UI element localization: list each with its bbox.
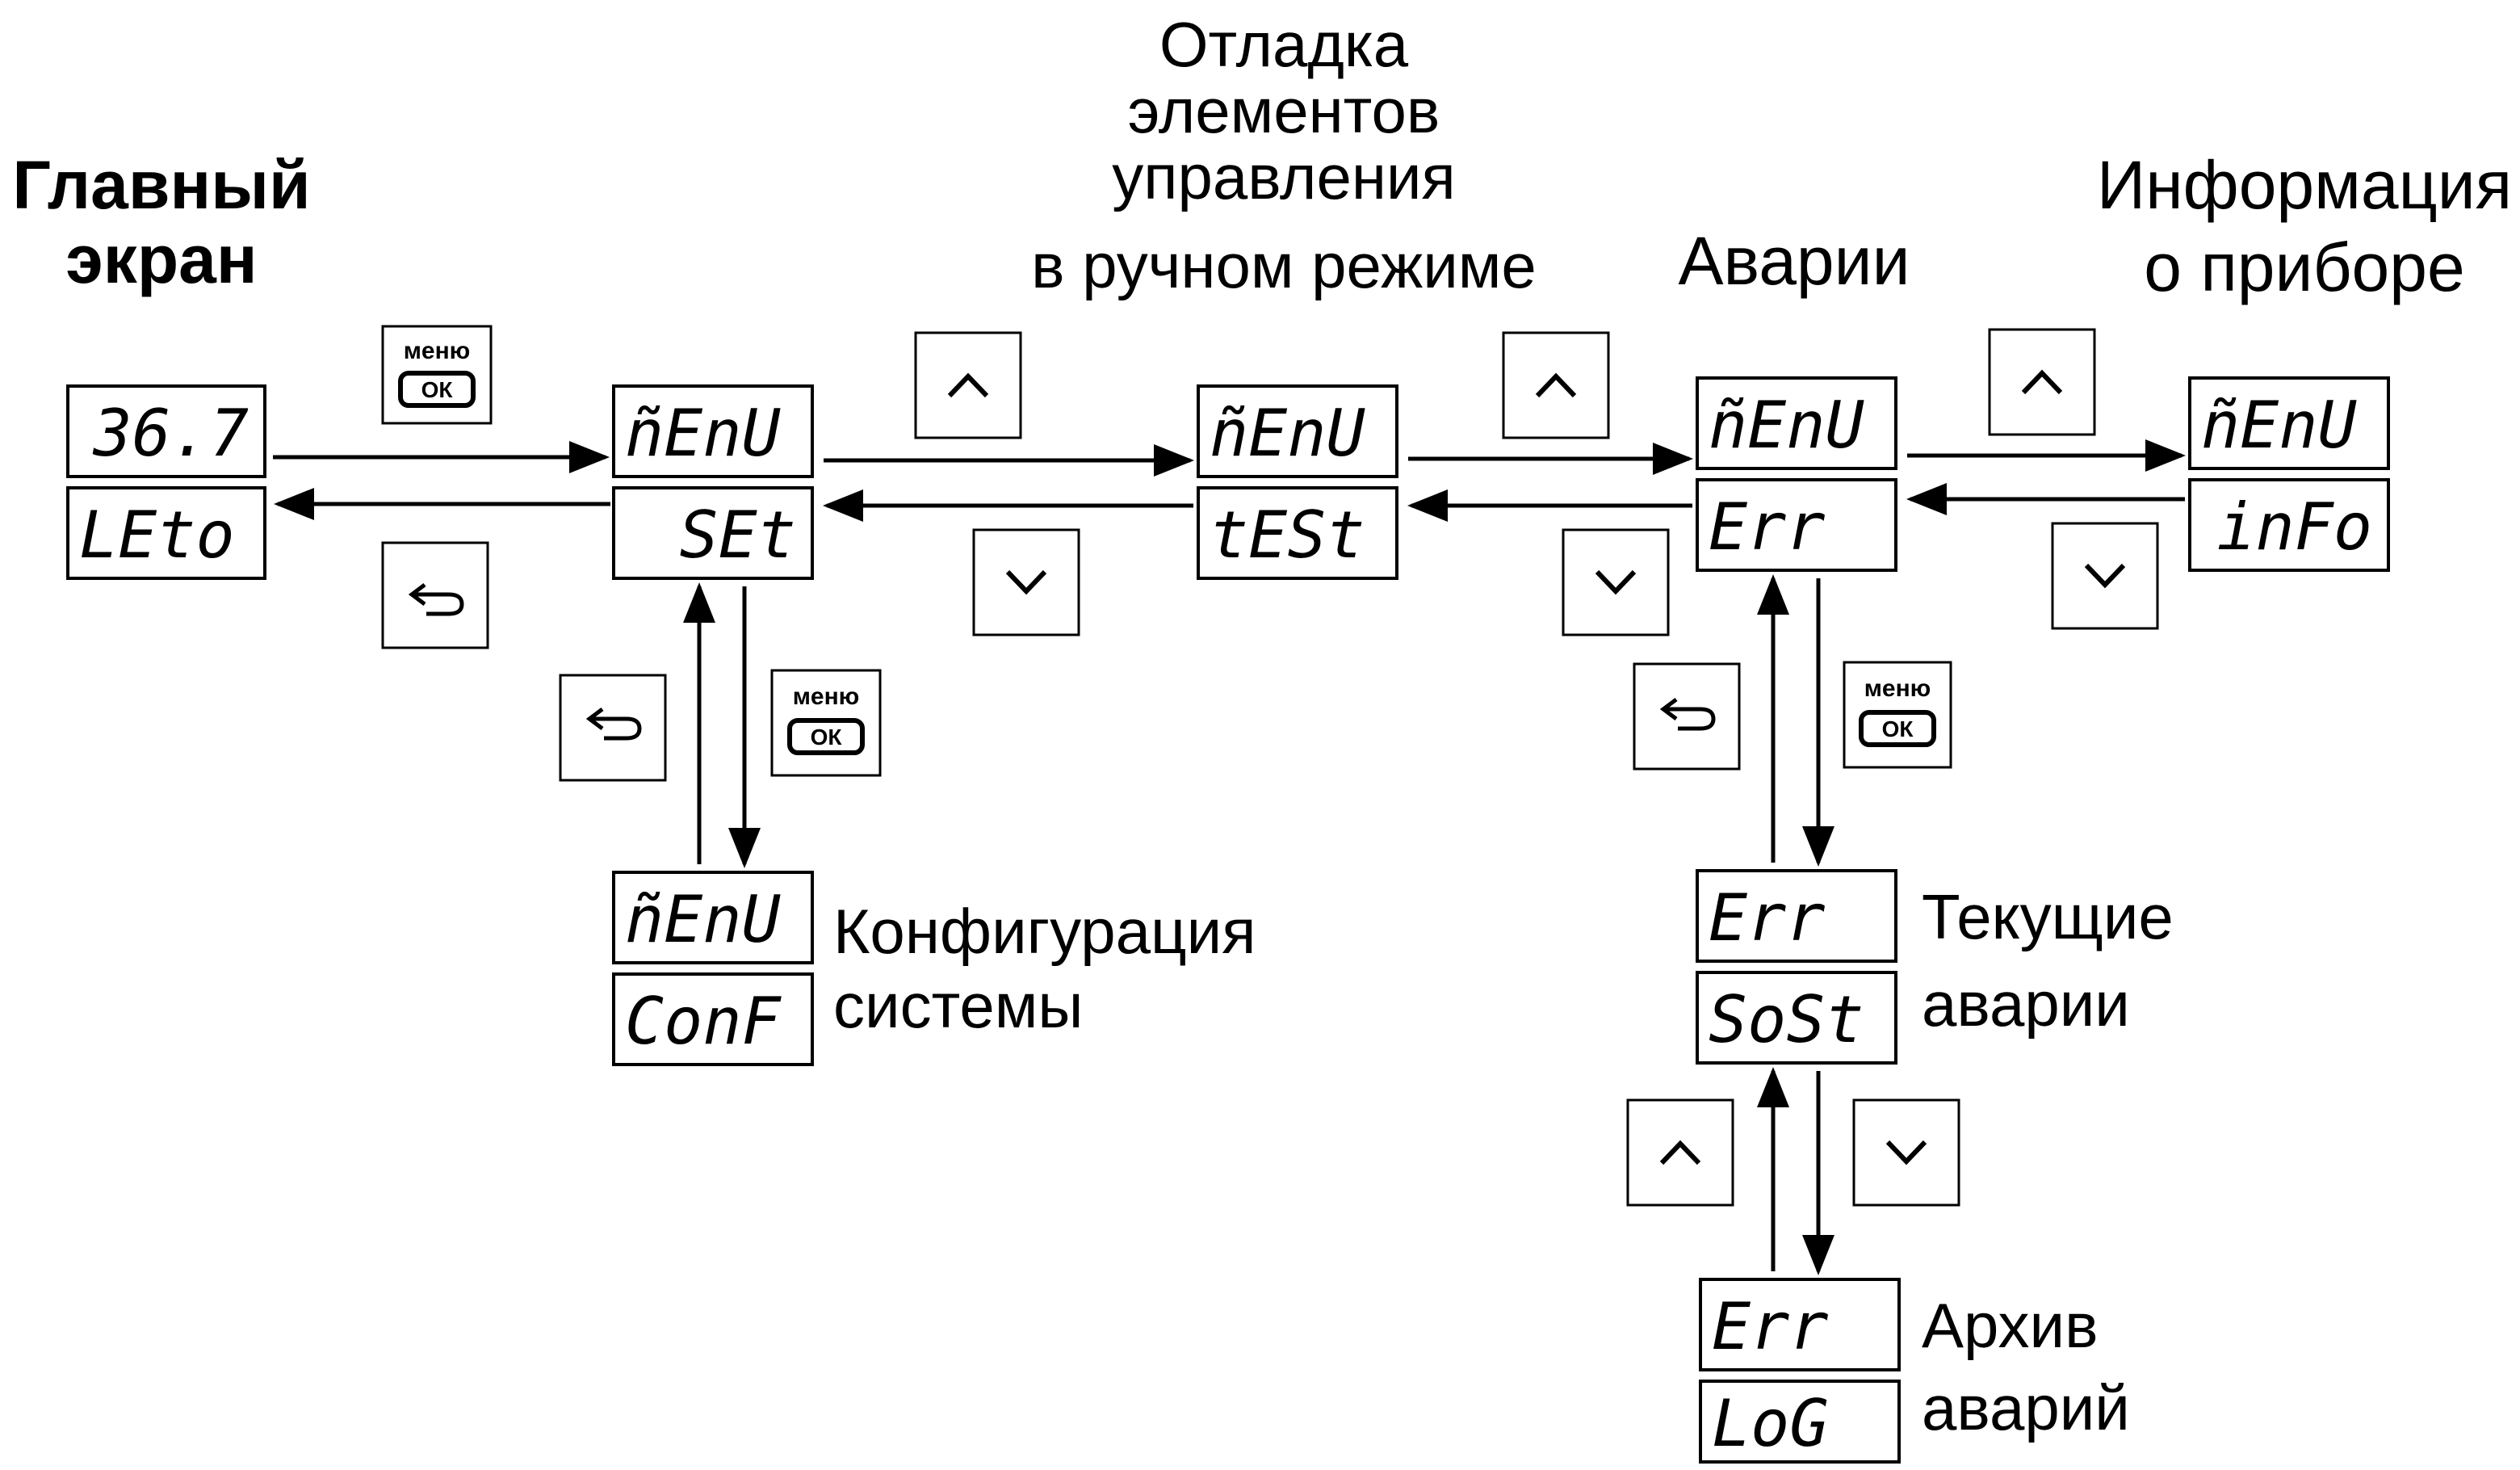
display-config-bottom: ConF xyxy=(625,984,782,1059)
return-arrow-icon xyxy=(1659,698,1716,731)
down-button-info xyxy=(2051,522,2159,630)
down-button-test xyxy=(972,528,1080,636)
down-button-archive xyxy=(1852,1098,1960,1207)
debug-label-line1: Отладка xyxy=(1159,9,1409,80)
display-test-top: ñEnU xyxy=(1210,396,1365,471)
display-config: ñEnU ConF xyxy=(612,871,814,1066)
display-set-top: ñEnU xyxy=(625,396,781,471)
display-current-alarms-top: Err xyxy=(1709,880,1826,956)
display-alarm-archive-bottom: LoG xyxy=(1712,1386,1829,1461)
chevron-up-icon xyxy=(2021,369,2063,395)
display-info-top: ñEnU xyxy=(2201,388,2357,463)
display-set-bottom: SEt xyxy=(680,498,797,573)
chevron-up-icon xyxy=(947,372,989,398)
debug-label-line2: элементов xyxy=(1128,75,1440,146)
menu-ok-button-main: меню ОК xyxy=(381,325,493,425)
return-arrow-icon xyxy=(408,583,464,616)
chevron-up-icon xyxy=(1535,372,1577,398)
menu-button-label: меню xyxy=(793,683,860,710)
config-label-line1: Конфигурация xyxy=(833,896,1256,967)
display-info: ñEnU inFo xyxy=(2188,376,2390,572)
display-alarms: ñEnU Err xyxy=(1696,376,1897,572)
display-alarm-archive: Err LoG xyxy=(1699,1278,1901,1464)
up-button-alarms xyxy=(1502,331,1610,439)
config-label-line2: системы xyxy=(833,970,1084,1041)
main-screen-label-line2: экран xyxy=(65,221,257,297)
chevron-down-icon xyxy=(1005,569,1047,595)
info-label-line1: Информация xyxy=(2097,147,2512,223)
display-set: ñEnU SEt xyxy=(612,384,814,580)
display-alarms-bottom: Err xyxy=(1709,489,1826,565)
return-arrow-icon xyxy=(585,708,642,741)
chevron-down-icon xyxy=(2084,563,2126,589)
chevron-up-icon xyxy=(1659,1140,1701,1166)
debug-label-line3: управления xyxy=(1112,141,1455,212)
menu-ok-button-config: меню ОК xyxy=(770,669,882,777)
alarm-archive-label-line1: Архив xyxy=(1922,1290,2099,1361)
alarms-label: Аварии xyxy=(1679,223,1910,299)
menu-ok-button-alarms: меню ОК xyxy=(1843,661,1952,769)
debug-label-line4: в ручном режиме xyxy=(1031,230,1537,301)
display-main-top: 36.7 xyxy=(92,396,249,471)
display-alarm-archive-top: Err xyxy=(1712,1289,1829,1364)
menu-button-label: меню xyxy=(1864,675,1931,702)
up-button-archive xyxy=(1626,1098,1734,1207)
chevron-down-icon xyxy=(1595,569,1637,595)
current-alarms-label-line1: Текущие xyxy=(1922,881,2174,952)
display-main: 36.7 LEto xyxy=(66,384,266,580)
down-button-alarms xyxy=(1562,528,1670,636)
display-test: ñEnU tESt xyxy=(1197,384,1398,580)
back-button-config xyxy=(559,674,667,782)
current-alarms-label-line2: аварии xyxy=(1922,968,2130,1040)
info-label-line2: о приборе xyxy=(2144,229,2464,305)
back-button-main xyxy=(381,541,489,649)
up-button-info xyxy=(1988,328,2096,436)
alarm-archive-label-line2: аварий xyxy=(1922,1372,2130,1443)
display-current-alarms-bottom: SoSt xyxy=(1709,982,1864,1057)
display-main-bottom: LEto xyxy=(79,498,235,573)
chevron-down-icon xyxy=(1885,1140,1927,1166)
connectors xyxy=(273,439,2186,1275)
display-info-bottom: inFo xyxy=(2216,489,2372,565)
menu-button-label: меню xyxy=(404,338,471,364)
up-button-test xyxy=(914,331,1022,439)
back-button-alarms xyxy=(1633,662,1741,771)
main-screen-label: Главный xyxy=(12,147,310,223)
display-alarms-top: ñEnU xyxy=(1709,388,1864,463)
ok-button-label: ОК xyxy=(811,724,843,750)
ok-button-label: ОК xyxy=(421,377,454,402)
display-config-top: ñEnU xyxy=(625,882,781,957)
ok-button-label: ОК xyxy=(1882,716,1914,741)
display-test-bottom: tESt xyxy=(1210,498,1365,573)
display-current-alarms: Err SoSt xyxy=(1696,869,1897,1065)
